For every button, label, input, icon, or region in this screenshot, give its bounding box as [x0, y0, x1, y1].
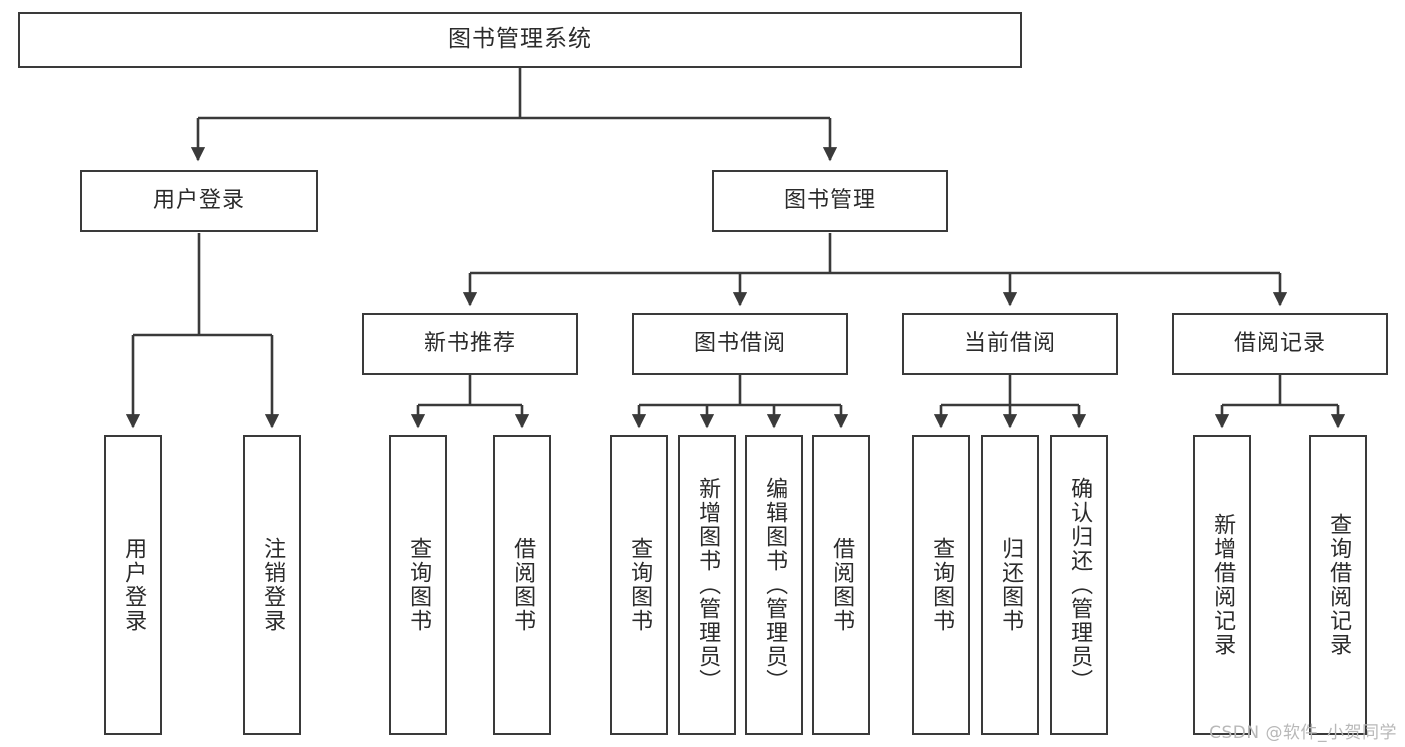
- node-label: 新书推荐: [423, 330, 516, 356]
- node-label: 查询图书: [929, 537, 955, 633]
- node-label: 借阅图书: [510, 537, 536, 633]
- leaf-query-book-1[interactable]: 查询图书: [389, 435, 447, 735]
- node-label: 借阅记录: [1233, 330, 1326, 356]
- node-label: 图书借阅: [693, 330, 786, 356]
- leaf-query-book-3[interactable]: 查询图书: [912, 435, 970, 735]
- leaf-return-book[interactable]: 归还图书: [981, 435, 1039, 735]
- leaf-user-login[interactable]: 用户登录: [104, 435, 162, 735]
- leaf-edit-book-admin[interactable]: 编辑图书（管理员）: [745, 435, 803, 735]
- node-user-login[interactable]: 用户登录: [80, 170, 318, 232]
- node-borrow-record[interactable]: 借阅记录: [1172, 313, 1388, 375]
- node-new-book-recommend[interactable]: 新书推荐: [362, 313, 578, 375]
- leaf-query-borrow-record[interactable]: 查询借阅记录: [1309, 435, 1367, 735]
- node-label: 新增图书（管理员）: [695, 477, 721, 693]
- node-label: 图书管理系统: [448, 26, 592, 53]
- node-label: 新增借阅记录: [1210, 513, 1236, 657]
- node-current-borrow[interactable]: 当前借阅: [902, 313, 1118, 375]
- node-label: 用户登录: [121, 537, 147, 633]
- leaf-borrow-book-1[interactable]: 借阅图书: [493, 435, 551, 735]
- node-book-borrow[interactable]: 图书借阅: [632, 313, 848, 375]
- node-label: 归还图书: [998, 537, 1024, 633]
- leaf-logout[interactable]: 注销登录: [243, 435, 301, 735]
- node-label: 图书管理: [783, 187, 876, 213]
- node-label: 注销登录: [260, 537, 286, 633]
- node-label: 用户登录: [152, 187, 245, 213]
- node-label: 确认归还（管理员）: [1067, 477, 1093, 693]
- leaf-add-borrow-record[interactable]: 新增借阅记录: [1193, 435, 1251, 735]
- leaf-query-book-2[interactable]: 查询图书: [610, 435, 668, 735]
- leaf-confirm-return-admin[interactable]: 确认归还（管理员）: [1050, 435, 1108, 735]
- node-label: 查询借阅记录: [1326, 513, 1352, 657]
- node-book-management[interactable]: 图书管理: [712, 170, 948, 232]
- leaf-borrow-book-2[interactable]: 借阅图书: [812, 435, 870, 735]
- node-label: 当前借阅: [963, 330, 1056, 356]
- node-label: 查询图书: [627, 537, 653, 633]
- node-root-book-management-system[interactable]: 图书管理系统: [18, 12, 1022, 68]
- csdn-watermark: CSDN @软件_小贺同学: [1209, 723, 1397, 743]
- node-label: 查询图书: [406, 537, 432, 633]
- node-label: 编辑图书（管理员）: [762, 477, 788, 693]
- node-label: 借阅图书: [829, 537, 855, 633]
- leaf-add-book-admin[interactable]: 新增图书（管理员）: [678, 435, 736, 735]
